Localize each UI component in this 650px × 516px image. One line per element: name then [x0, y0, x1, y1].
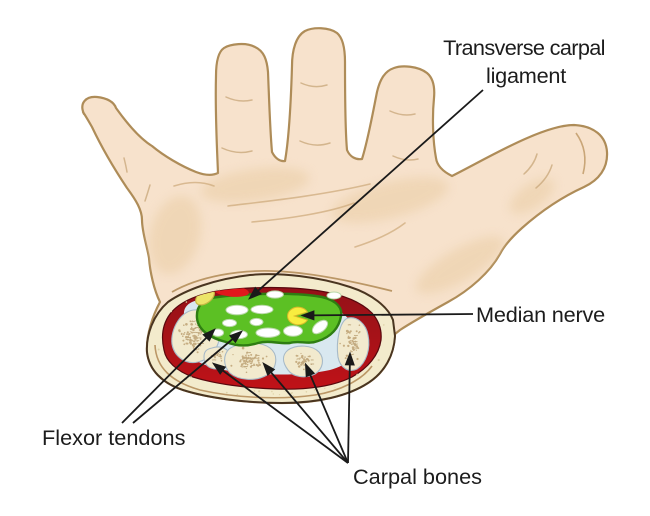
svg-text:Carpal bones: Carpal bones	[353, 464, 482, 489]
svg-text:Transverse carpal: Transverse carpal	[443, 35, 605, 60]
svg-text:Median nerve: Median nerve	[476, 302, 605, 327]
svg-text:ligament: ligament	[486, 63, 566, 88]
svg-text:Flexor tendons: Flexor tendons	[42, 425, 186, 450]
